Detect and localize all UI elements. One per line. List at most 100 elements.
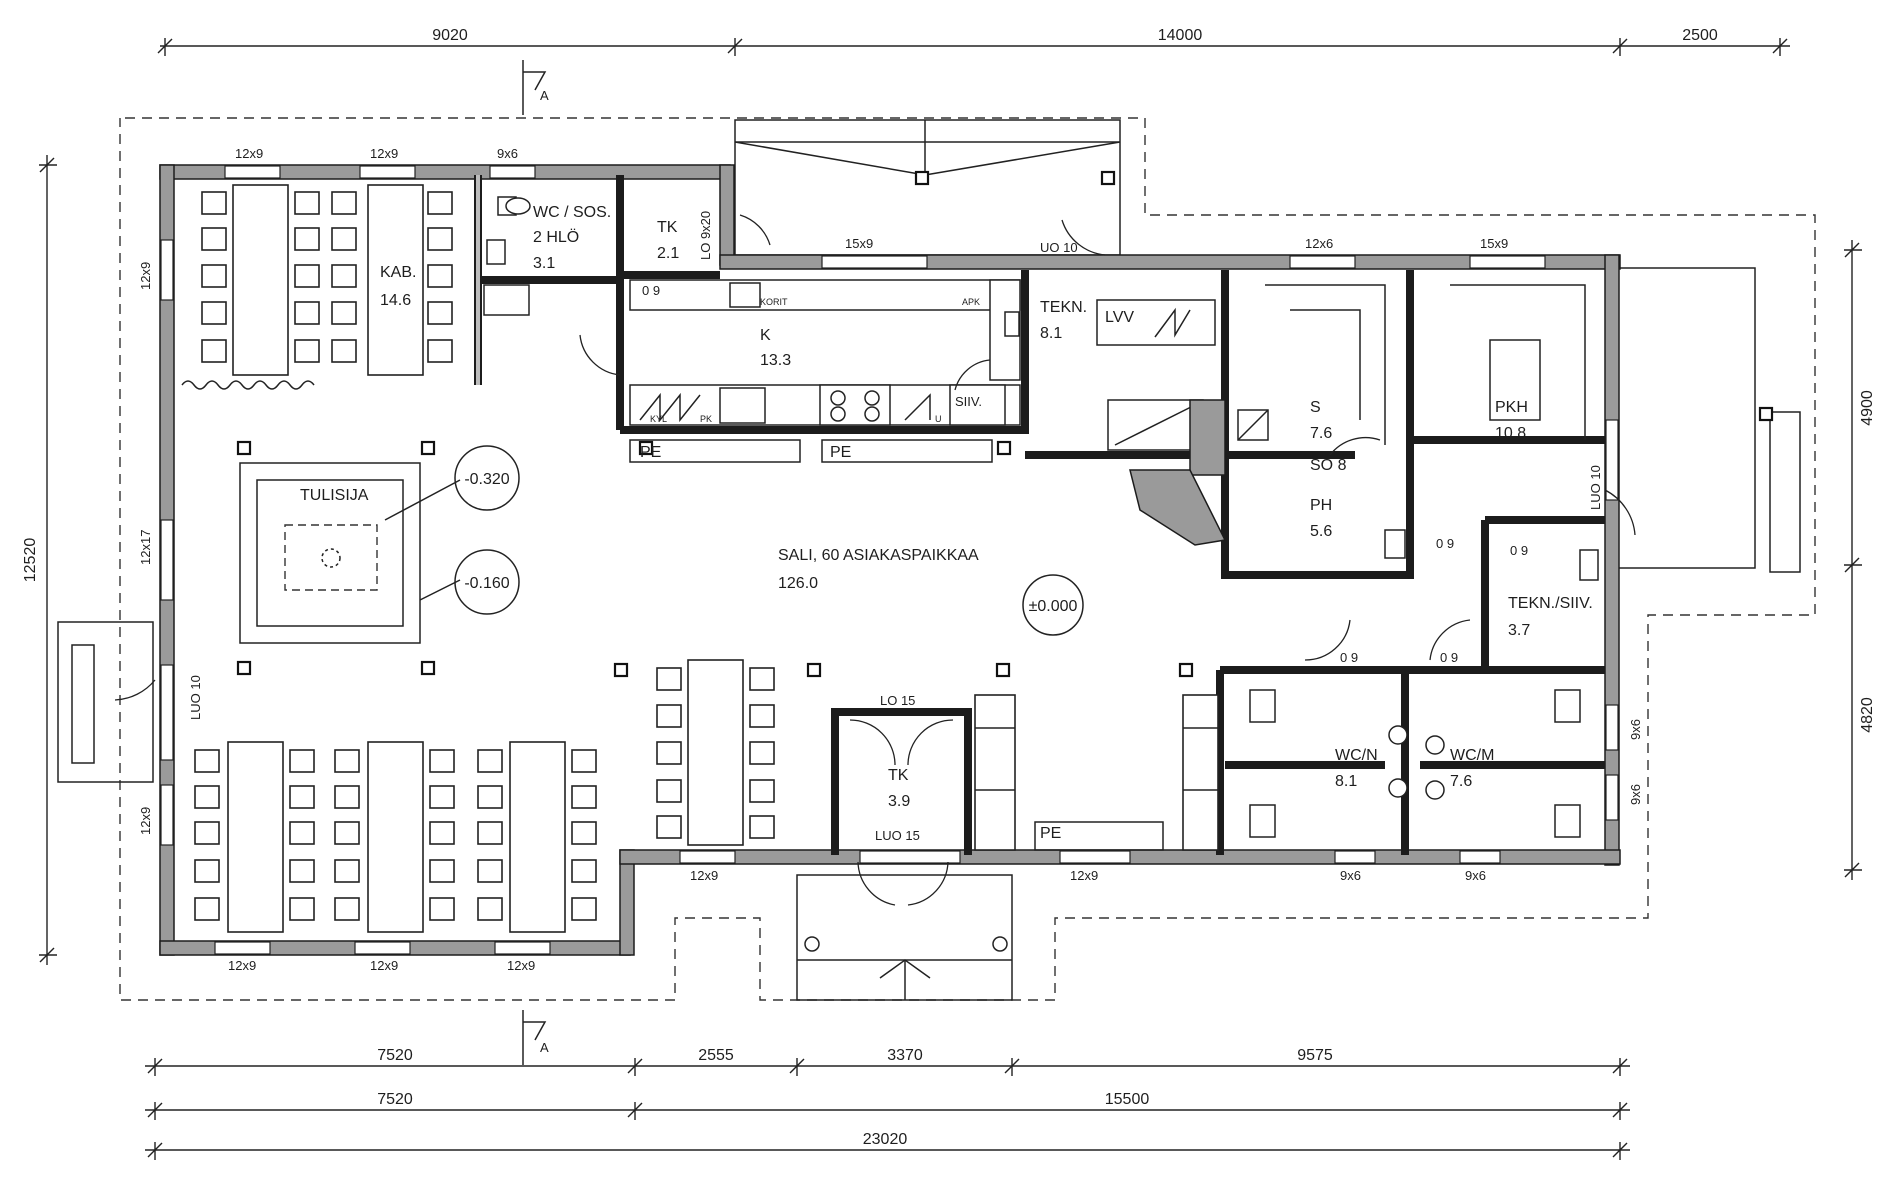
- tk-bottom-area: 3.9: [888, 793, 910, 810]
- dim-right-1: 4900: [1859, 390, 1876, 426]
- sali-area: 126.0: [778, 575, 818, 592]
- elevation-markers: -0.320 -0.160 ±0.000: [454, 445, 1084, 636]
- dim-bottom1-1: 7520: [377, 1047, 413, 1064]
- pe-labels: PE PE PE: [629, 439, 1164, 851]
- dim-bottom-total: 23020: [863, 1131, 908, 1148]
- svg-text:9x6: 9x6: [497, 146, 518, 161]
- svg-text:15x9: 15x9: [1480, 236, 1508, 251]
- wc-m-area: 7.6: [1450, 773, 1472, 790]
- section-marker-bottom: A: [522, 1010, 549, 1065]
- kab-area: 14.6: [380, 292, 411, 309]
- dim-bottom2-1: 7520: [377, 1091, 413, 1108]
- wc-fixtures: [483, 196, 1599, 838]
- svg-text:12x6: 12x6: [1305, 236, 1333, 251]
- svg-text:0 9: 0 9: [642, 283, 660, 298]
- doors: [114, 214, 1636, 906]
- tk-top-area: 2.1: [657, 245, 679, 262]
- sali-centre-furniture: [656, 659, 1219, 851]
- tk-top-name: TK: [657, 219, 678, 236]
- chimney: [1129, 399, 1227, 546]
- kab-name: KAB.: [380, 264, 416, 281]
- pkh-name: PKH: [1495, 399, 1528, 416]
- right-canopy: [1614, 267, 1756, 569]
- pk-label: PK: [700, 414, 712, 424]
- svg-text:9x6: 9x6: [1465, 868, 1486, 883]
- svg-text:LO 9x20: LO 9x20: [698, 211, 713, 260]
- tk-bottom-name: TK: [888, 767, 909, 784]
- elevation-1: -0.320: [464, 471, 509, 488]
- s-name: S: [1310, 399, 1321, 416]
- section-marker-top: A: [522, 60, 549, 115]
- tekn-name: TEKN.: [1040, 299, 1087, 316]
- tekn-area: 8.1: [1040, 325, 1062, 342]
- dim-top-2: 14000: [1158, 27, 1203, 44]
- wc-m-name: WC/M: [1450, 747, 1494, 764]
- apk-label: APK: [962, 297, 980, 307]
- dim-bottom1-2: 2555: [698, 1047, 734, 1064]
- columns: [236, 170, 1774, 678]
- svg-text:0 9: 0 9: [1510, 543, 1528, 558]
- svg-text:LUO 15: LUO 15: [875, 828, 920, 843]
- pkh-area: 10.8: [1495, 425, 1526, 442]
- svg-text:12x9: 12x9: [235, 146, 263, 161]
- svg-text:12x9: 12x9: [370, 958, 398, 973]
- elevation-2: -0.160: [464, 575, 509, 592]
- roof-outline: [119, 117, 1816, 1001]
- svg-text:9x6: 9x6: [1340, 868, 1361, 883]
- svg-text:LUO 10: LUO 10: [188, 675, 203, 720]
- svg-text:12x9: 12x9: [138, 262, 153, 290]
- elevation-3: ±0.000: [1029, 598, 1078, 615]
- svg-text:0 9: 0 9: [1340, 650, 1358, 665]
- korit-label: KORIT: [760, 297, 788, 307]
- svg-text:PE: PE: [1040, 825, 1061, 842]
- svg-text:A: A: [540, 88, 549, 103]
- dim-left: 12520: [22, 538, 39, 583]
- svg-text:12x17: 12x17: [138, 530, 153, 565]
- svg-text:12x9: 12x9: [1070, 868, 1098, 883]
- top-terrace: [734, 119, 1121, 256]
- kitchen-area: 13.3: [760, 352, 791, 369]
- svg-text:PE: PE: [830, 444, 851, 461]
- svg-text:12x9: 12x9: [138, 807, 153, 835]
- svg-text:0 9: 0 9: [1436, 536, 1454, 551]
- fireplace: [239, 462, 461, 644]
- outer-walls: [159, 164, 1621, 956]
- wc-n-name: WC/N: [1335, 747, 1378, 764]
- s-area: 7.6: [1310, 425, 1332, 442]
- svg-text:0 9: 0 9: [1440, 650, 1458, 665]
- svg-text:UO 10: UO 10: [1040, 240, 1078, 255]
- svg-text:12x9: 12x9: [370, 146, 398, 161]
- svg-text:LUO 10: LUO 10: [1588, 465, 1603, 510]
- wc-sos-sub: 2 HLÖ: [533, 228, 579, 246]
- kitchen-fixtures: KORIT APK KYL PK U: [629, 279, 1021, 426]
- wc-n-area: 8.1: [1335, 773, 1357, 790]
- svg-text:15x9: 15x9: [845, 236, 873, 251]
- dim-bottom2-2: 15500: [1105, 1091, 1150, 1108]
- ph-name: PH: [1310, 497, 1332, 514]
- dim-bottom1-3: 3370: [887, 1047, 923, 1064]
- kyl-label: KYL: [650, 414, 667, 424]
- tekn-siiv-name: TEKN./SIIV.: [1508, 595, 1593, 612]
- tulisija-label: TULISIJA: [300, 487, 369, 504]
- lvv-label: LVV: [1105, 309, 1134, 326]
- svg-text:A: A: [540, 1040, 549, 1055]
- door-labels: LUO 10 LUO 10 LO 15 LUO 15 UO 10 LO 9x20…: [188, 211, 1603, 843]
- sali-bottom-left-furniture: [194, 741, 597, 933]
- kitchen-name: K: [760, 327, 771, 344]
- dim-top-3: 2500: [1682, 27, 1718, 44]
- window-labels: 12x9 12x9 9x6 15x9 12x6 15x9 12x9 12x17 …: [138, 146, 1643, 973]
- kab-furniture: [181, 184, 453, 390]
- ph-area: 5.6: [1310, 523, 1332, 540]
- svg-text:12x9: 12x9: [690, 868, 718, 883]
- svg-text:LO 15: LO 15: [880, 693, 915, 708]
- left-entrance-canopy: [57, 621, 154, 783]
- svg-text:PE: PE: [640, 444, 661, 461]
- so-label: SO 8: [1310, 457, 1347, 474]
- svg-text:9x6: 9x6: [1628, 719, 1643, 740]
- svg-text:12x9: 12x9: [228, 958, 256, 973]
- siiv-label: SIIV.: [955, 394, 982, 409]
- wc-sos-name: WC / SOS.: [533, 204, 611, 221]
- dimension-lines: 9020 14000 2500 7520 2555 3370 9575 7520…: [22, 27, 1876, 1160]
- dim-bottom1-4: 9575: [1297, 1047, 1333, 1064]
